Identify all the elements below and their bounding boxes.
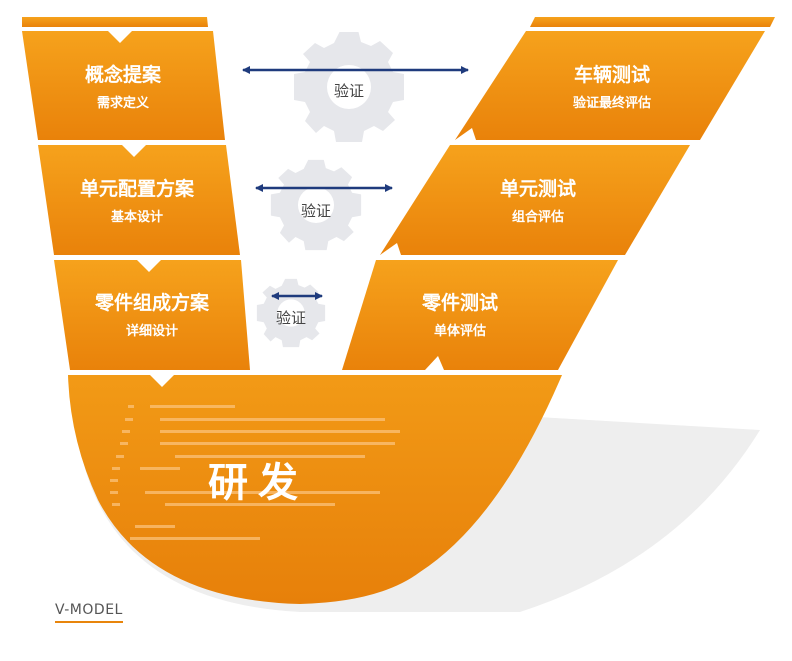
- notch: [425, 356, 444, 370]
- notch: [137, 260, 161, 272]
- verify-label-3: 验证: [276, 309, 306, 327]
- left-band-3: [54, 260, 250, 370]
- notch: [380, 243, 401, 255]
- left-band-2: [38, 145, 240, 255]
- right-top-strip: [530, 17, 775, 27]
- left-stage-2-subtitle: 基本设计: [110, 209, 163, 225]
- code-lines-decoration: [110, 405, 400, 540]
- notch: [455, 128, 476, 140]
- notch: [122, 145, 146, 157]
- left-stage-3-title: 零件组成方案: [94, 291, 210, 314]
- right-stage-1-title: 车辆测试: [574, 63, 650, 86]
- verify-label-1: 验证: [334, 82, 364, 100]
- left-stage-3-subtitle: 详细设计: [126, 323, 178, 339]
- right-stage-2-title: 单元测试: [500, 177, 576, 200]
- verify-label-2: 验证: [301, 202, 331, 220]
- right-stage-3-title: 零件测试: [421, 291, 498, 314]
- left-stage-1-subtitle: 需求定义: [97, 95, 150, 111]
- right-stage-3-subtitle: 单体评估: [434, 323, 486, 339]
- right-band-2: [380, 145, 690, 255]
- right-band-3: [342, 260, 618, 370]
- left-band-1: [22, 31, 225, 140]
- right-stage-2-subtitle: 组合评估: [512, 209, 564, 225]
- left-stage-1-title: 概念提案: [85, 63, 162, 86]
- right-stage-1-subtitle: 验证最终评估: [573, 95, 651, 111]
- notch: [150, 375, 174, 387]
- core-label: 研发: [208, 460, 308, 506]
- legend-label: V-MODEL: [55, 602, 123, 623]
- left-stage-2-title: 单元配置方案: [80, 177, 195, 200]
- notch: [108, 31, 132, 43]
- right-band-1: [455, 31, 765, 140]
- left-top-strip: [22, 17, 208, 27]
